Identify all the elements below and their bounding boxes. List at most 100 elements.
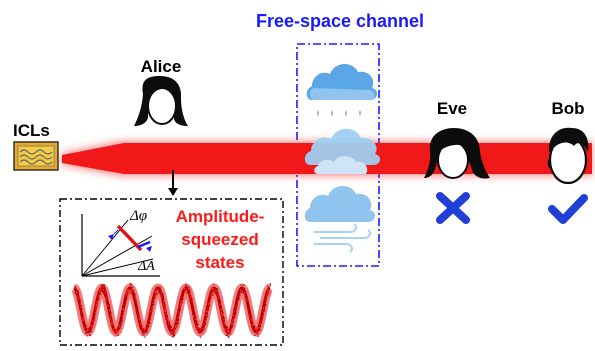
signal-noise-dot [196, 326, 199, 328]
signal-noise-dot [150, 314, 152, 316]
signal-noise-dot [266, 291, 268, 293]
signal-noise-dot [264, 308, 266, 310]
signal-noise-dot [91, 320, 93, 322]
signal-noise-dot [264, 301, 266, 303]
signal-noise-dot [81, 307, 83, 309]
signal-noise-dot [187, 286, 190, 288]
signal-noise-dot [238, 292, 240, 294]
signal-noise-dot [218, 296, 220, 298]
laser-chip-icon [13, 141, 59, 171]
signal-noise-dot [141, 330, 143, 332]
signal-noise-dot [267, 292, 269, 294]
signal-noise-dot [243, 288, 245, 290]
signal-noise-dot [197, 327, 199, 329]
signal-noise-dot [116, 330, 118, 332]
signal-noise-dot [162, 296, 164, 299]
signal-noise-dot [209, 304, 211, 306]
signal-noise-dot [169, 327, 171, 329]
signal-noise-dot [125, 300, 127, 302]
signal-noise-dot [76, 291, 78, 293]
signal-noise-dot [101, 286, 103, 288]
signal-noise-dot [155, 286, 157, 288]
signal-noise-dot [236, 304, 238, 306]
signal-noise-dot [121, 320, 123, 322]
signal-noise-dot [219, 305, 221, 307]
signal-noise-dot [230, 327, 232, 329]
signal-noise-dot [193, 313, 195, 315]
signal-noise-dot [116, 334, 118, 336]
signal-noise-dot [202, 326, 204, 328]
signal-noise-dot [180, 304, 182, 306]
signal-noise-dot [75, 292, 77, 294]
signal-noise-dot [101, 284, 103, 287]
signal-noise-dot [203, 329, 205, 331]
signal-noise-dot [207, 309, 209, 311]
signal-noise-dot [256, 327, 258, 329]
signal-noise-dot [94, 317, 96, 319]
signal-noise-dot [117, 334, 119, 336]
signal-noise-dot [105, 288, 107, 290]
signal-noise-dot [249, 312, 251, 314]
signal-noise-dot [179, 309, 181, 311]
signal-noise-dot [178, 313, 180, 315]
signal-noise-dot [206, 311, 208, 313]
signal-noise-dot [149, 321, 151, 324]
cross-icon [436, 192, 470, 224]
signal-noise-dot [134, 302, 136, 304]
signal-noise-dot [77, 291, 79, 293]
signal-noise-dot [206, 315, 208, 318]
source-label: ICLs [13, 121, 50, 140]
signal-noise-dot [254, 334, 256, 337]
signal-noise-dot [167, 318, 169, 320]
signal-noise-dot [269, 292, 271, 294]
signal-noise-dot [223, 321, 225, 323]
signal-noise-dot [228, 329, 230, 331]
signal-noise-dot [83, 316, 85, 318]
signal-noise-dot [239, 294, 241, 296]
signal-noise-dot [207, 307, 209, 309]
signal-noise-dot [201, 332, 203, 334]
signal-noise-dot [254, 327, 256, 329]
signal-noise-dot [261, 316, 263, 318]
signal-noise-dot [75, 290, 77, 292]
signal-noise-dot [130, 289, 132, 291]
signal-noise-dot [267, 292, 269, 294]
signal-noise-dot [96, 305, 98, 307]
signal-noise-dot [74, 286, 76, 288]
signal-noise-dot [230, 332, 232, 334]
signal-noise-dot [107, 305, 109, 307]
signal-noise-dot [237, 295, 239, 297]
signal-noise-dot [218, 292, 220, 295]
signal-noise-dot [112, 328, 114, 330]
signal-noise-dot [259, 329, 261, 331]
signal-noise-dot [155, 293, 157, 295]
signal-noise-dot [191, 298, 193, 300]
signal-noise-dot [109, 309, 111, 311]
signal-noise-dot [160, 292, 162, 294]
signal-noise-dot [76, 293, 78, 295]
signal-noise-dot [220, 301, 222, 303]
signal-noise-dot [153, 303, 155, 305]
signal-noise-dot [111, 323, 113, 326]
signal-noise-dot [181, 294, 183, 296]
signal-noise-dot [175, 324, 177, 326]
signal-noise-dot [165, 307, 167, 309]
signal-noise-dot [182, 295, 184, 297]
signal-noise-dot [220, 309, 222, 311]
signal-noise-dot [231, 322, 233, 324]
signal-noise-dot [157, 290, 159, 292]
signal-noise-dot [132, 289, 134, 291]
signal-noise-dot [227, 328, 229, 330]
signal-noise-dot [145, 326, 147, 328]
signal-noise-dot [174, 327, 176, 329]
signal-noise-dot [76, 295, 78, 297]
signal-noise-dot [138, 315, 140, 317]
signal-noise-dot [95, 305, 97, 308]
signal-noise-dot [174, 332, 176, 334]
signal-noise-dot [150, 317, 152, 319]
signal-noise-dot [234, 316, 236, 319]
signal-noise-dot [77, 290, 79, 292]
signal-noise-dot [224, 326, 226, 328]
signal-noise-dot [106, 294, 108, 296]
signal-noise-dot [88, 330, 90, 332]
